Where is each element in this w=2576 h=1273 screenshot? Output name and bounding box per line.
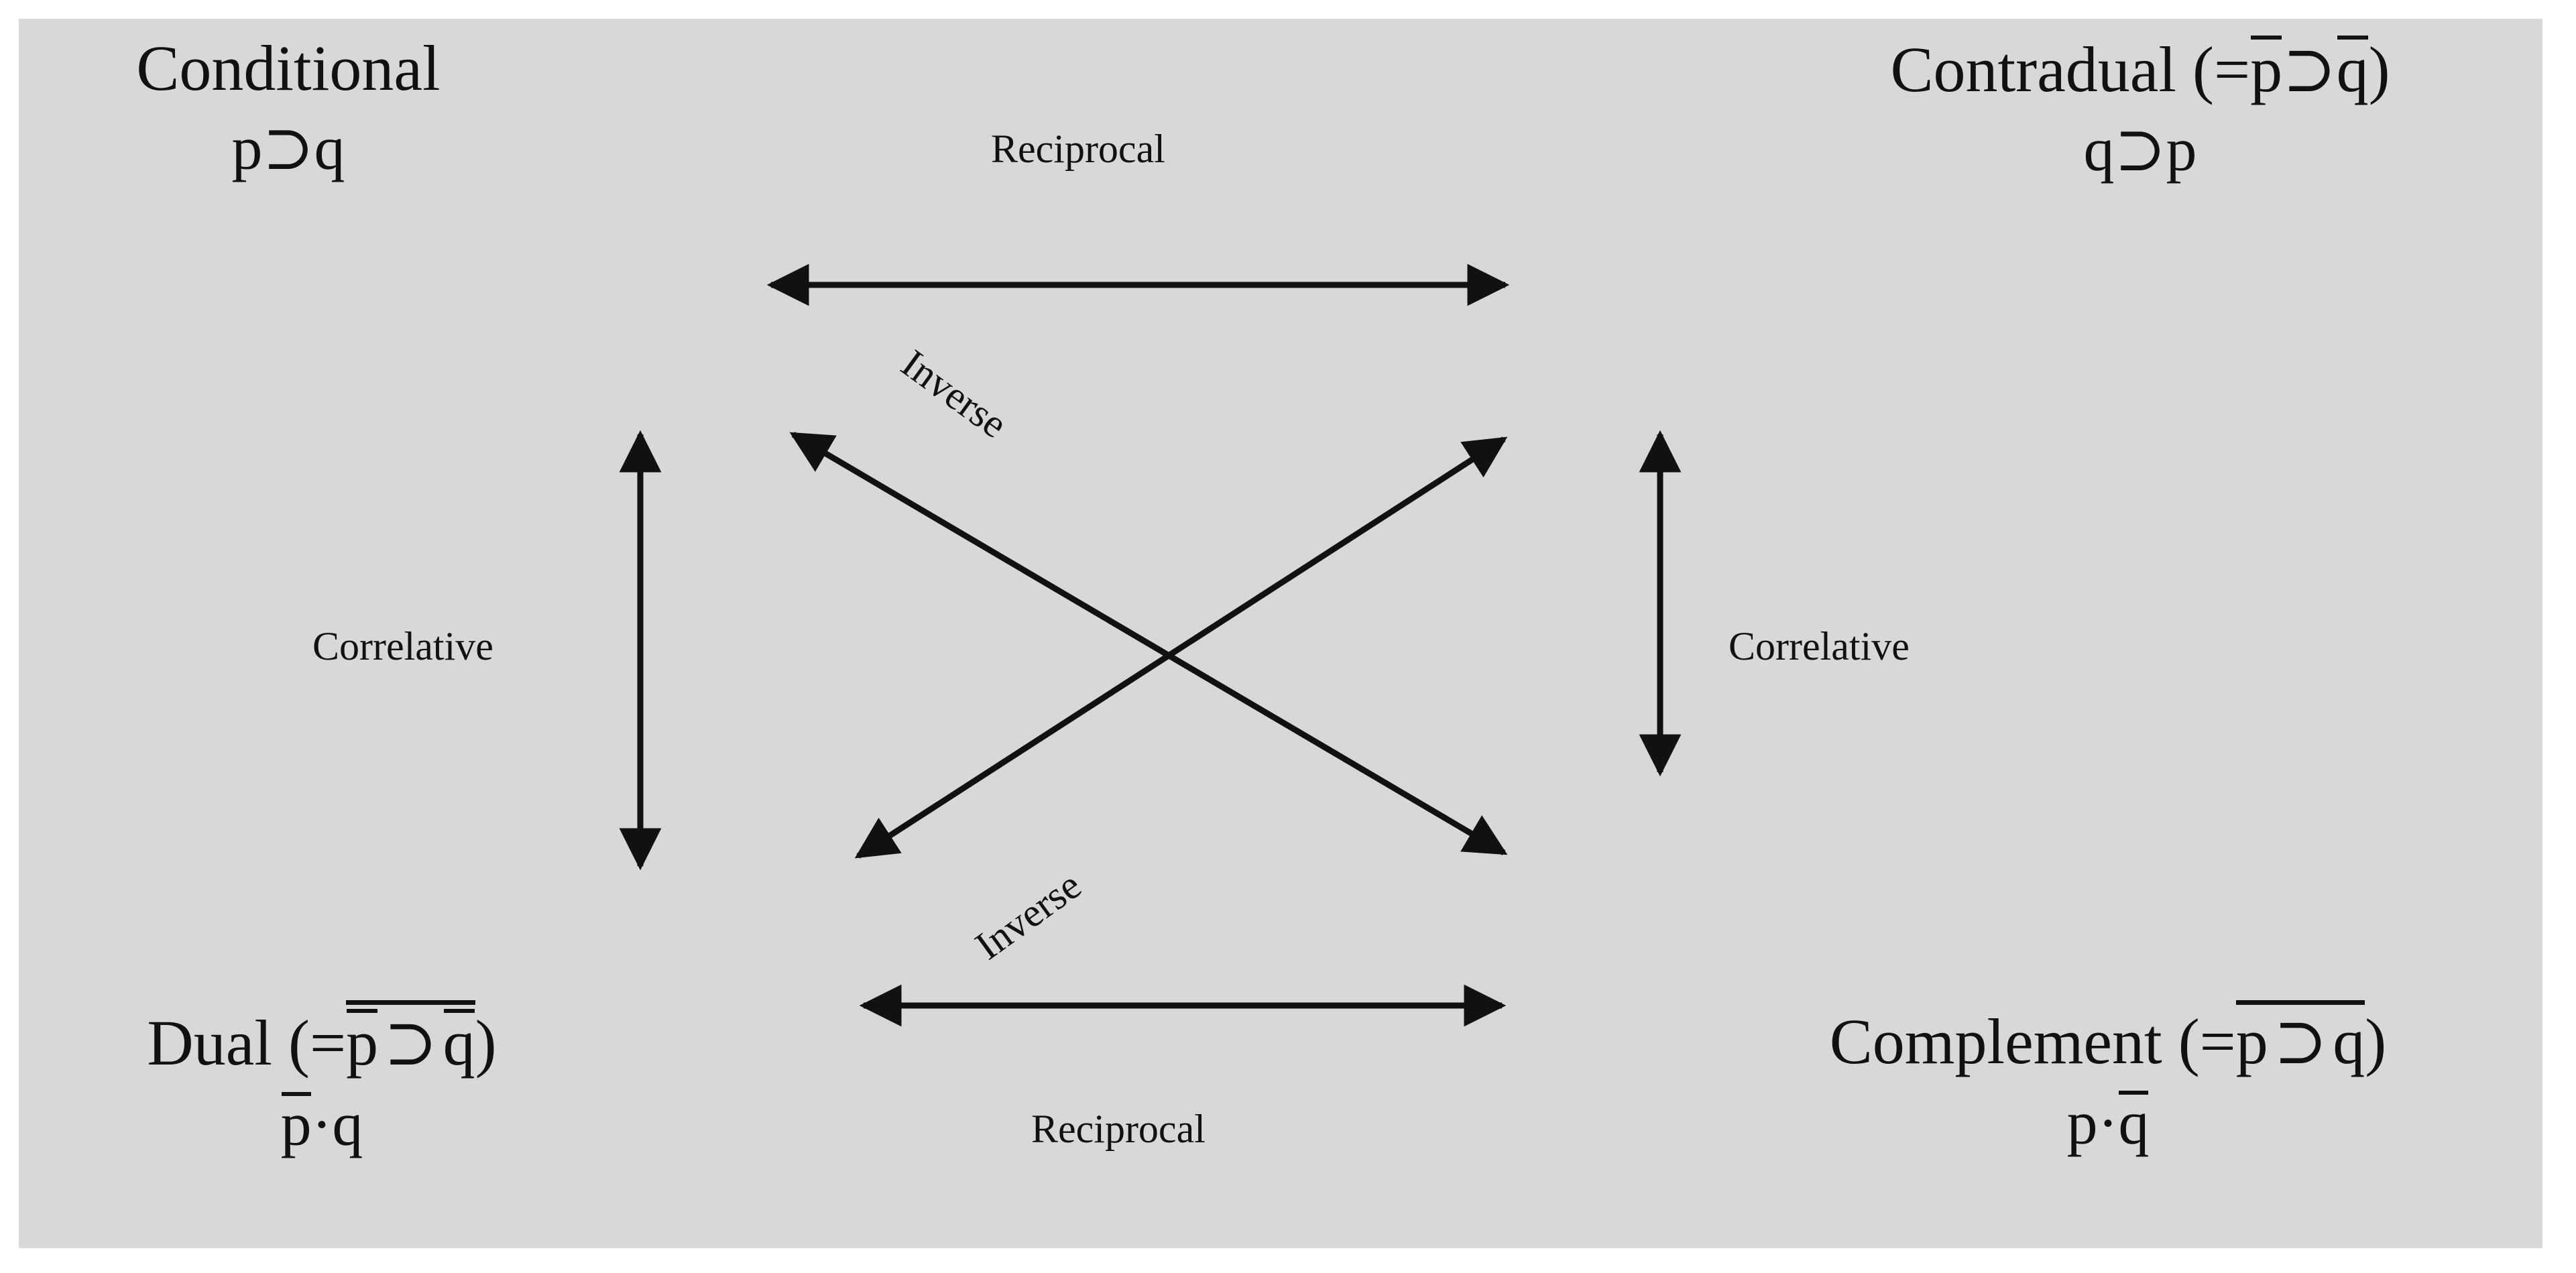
formula-operand-left: q <box>2083 115 2115 184</box>
vertex-conditional-name: Conditional <box>136 32 441 104</box>
vertex-contradual-formula: q⊃p <box>1785 115 2496 184</box>
formula-operand-right: q <box>314 113 345 182</box>
formula-operand-right: p <box>2166 115 2197 184</box>
vertex-complement: Complement (=p ⊃ q) p·q <box>1692 1000 2524 1158</box>
negated-expression: p ⊃ q <box>2235 1000 2365 1078</box>
negated-q: q <box>2336 34 2369 105</box>
vertex-contradual-name-prefix: Contradual (= <box>1890 34 2251 105</box>
definition-operand-right: q <box>2333 1006 2365 1077</box>
vertex-contradual: Contradual (=p⊃q) q⊃p <box>1785 32 2496 184</box>
vertex-dual-name-suffix: ) <box>475 1007 497 1079</box>
edge-label-reciprocal-bottom: Reciprocal <box>1031 1107 1206 1151</box>
negated-p: p <box>280 1089 312 1158</box>
vertex-complement-formula: p·q <box>1692 1087 2524 1158</box>
vertex-conditional-formula: p⊃q <box>101 114 476 183</box>
definition-operator: ⊃ <box>384 1007 438 1079</box>
vertex-dual-name: Dual (=p ⊃ q) <box>54 1000 590 1079</box>
vertex-complement-name-suffix: ) <box>2365 1006 2387 1077</box>
formula-operator: ⊃ <box>262 113 314 182</box>
negated-q: q <box>443 1007 475 1079</box>
negated-q: q <box>2118 1088 2150 1157</box>
vertex-dual-name-prefix: Dual (= <box>147 1007 347 1079</box>
definition-operator: ⊃ <box>2273 1006 2328 1077</box>
edge-label-reciprocal-top: Reciprocal <box>991 127 1165 171</box>
formula-operator: ⊃ <box>2114 115 2166 184</box>
vertex-complement-name: Complement (=p ⊃ q) <box>1692 1000 2524 1078</box>
vertex-dual: Dual (=p ⊃ q) p·q <box>54 1000 590 1159</box>
vertex-conditional: Conditional p⊃q <box>101 32 476 183</box>
formula-operator: · <box>2097 1088 2119 1157</box>
vertex-contradual-name: Contradual (=p⊃q) <box>1785 32 2496 106</box>
vertex-complement-name-prefix: Complement (= <box>1829 1006 2236 1077</box>
formula-operand-right: q <box>332 1089 363 1158</box>
vertex-contradual-name-suffix: ) <box>2368 34 2390 105</box>
vertex-dual-formula: p·q <box>54 1089 590 1159</box>
edge-label-correlative-left: Correlative <box>312 624 493 668</box>
edge-label-correlative-right: Correlative <box>1729 624 1910 668</box>
formula-operand-left: p <box>231 113 263 182</box>
negated-p: p <box>2250 34 2283 105</box>
negated-expression: p ⊃ q <box>346 1000 476 1079</box>
definition-operand-left: p <box>2235 1006 2268 1077</box>
formula-operator: · <box>311 1089 333 1158</box>
negated-p: p <box>346 1007 379 1079</box>
formula-operand-left: p <box>2066 1088 2098 1157</box>
definition-operator: ⊃ <box>2282 34 2337 105</box>
